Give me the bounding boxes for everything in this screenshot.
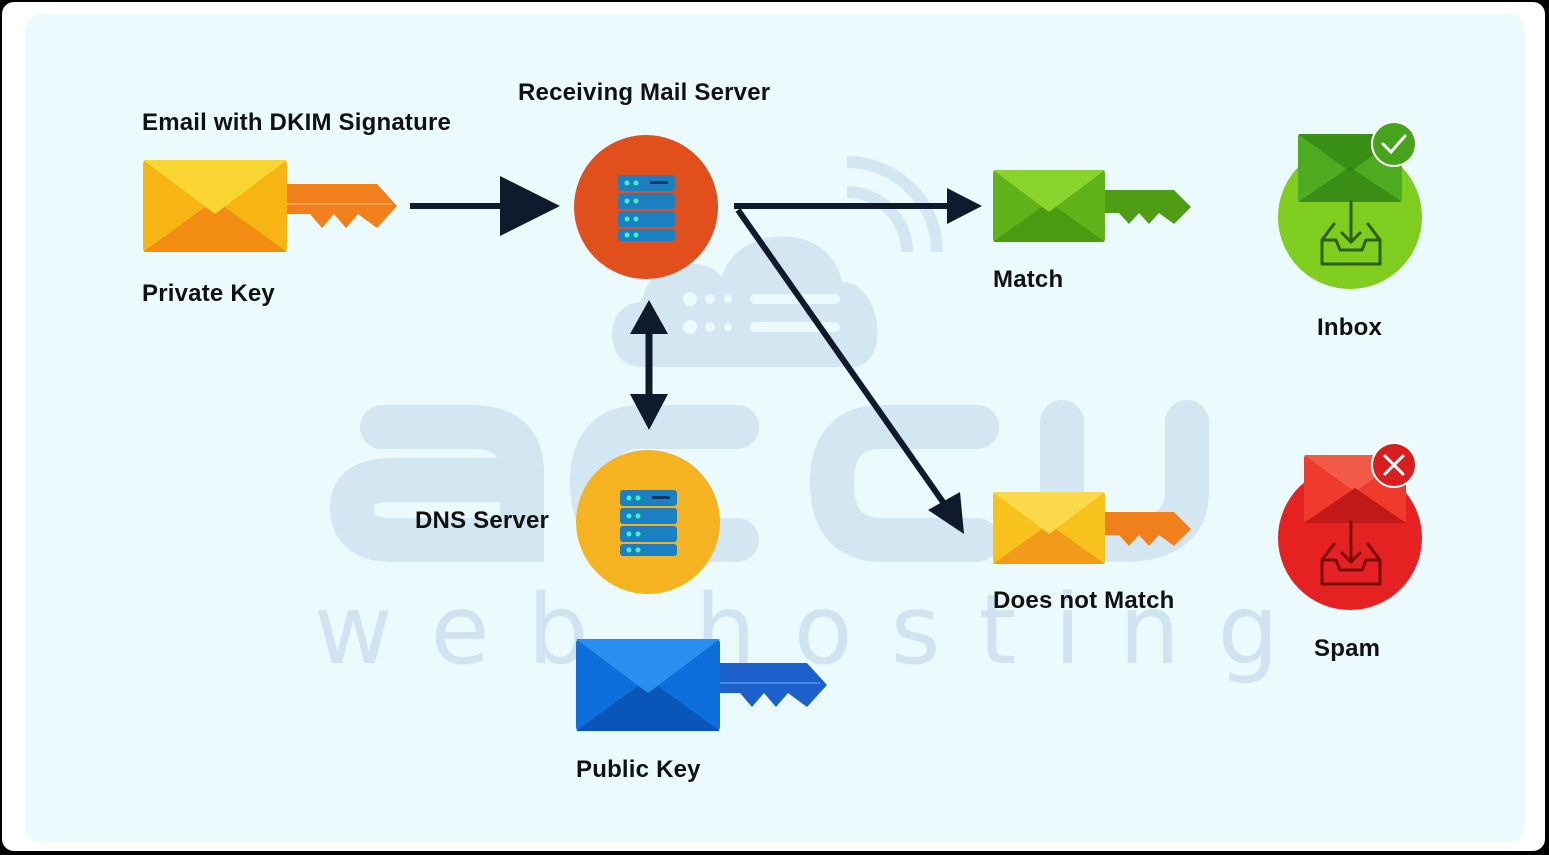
inbox-check-icon <box>1278 121 1422 289</box>
match-envelope-key-icon <box>993 170 1191 242</box>
public-key-envelope-icon <box>576 639 827 731</box>
spam-cross-icon <box>1278 442 1422 610</box>
match-label: Match <box>993 266 1064 293</box>
private-key-label: Private Key <box>142 280 275 307</box>
receiving-server-label: Receiving Mail Server <box>518 79 771 106</box>
watermark-subtitle: web hosting <box>314 574 1317 686</box>
arrow-server-dns <box>630 300 668 430</box>
no-match-envelope-key-icon <box>993 492 1191 564</box>
no-match-label: Does not Match <box>993 587 1175 614</box>
inbox-label: Inbox <box>1317 314 1382 341</box>
sender-envelope-key-icon <box>143 160 397 252</box>
dns-server-icon <box>576 450 720 594</box>
public-key-label: Public Key <box>576 756 701 783</box>
receiving-server-icon <box>574 135 718 279</box>
arrow-to-match <box>734 188 982 224</box>
arrow-to-no-match <box>735 208 964 534</box>
email-dkim-label: Email with DKIM Signature <box>142 109 452 136</box>
spam-label: Spam <box>1314 635 1381 662</box>
dns-server-label: DNS Server <box>415 507 550 534</box>
